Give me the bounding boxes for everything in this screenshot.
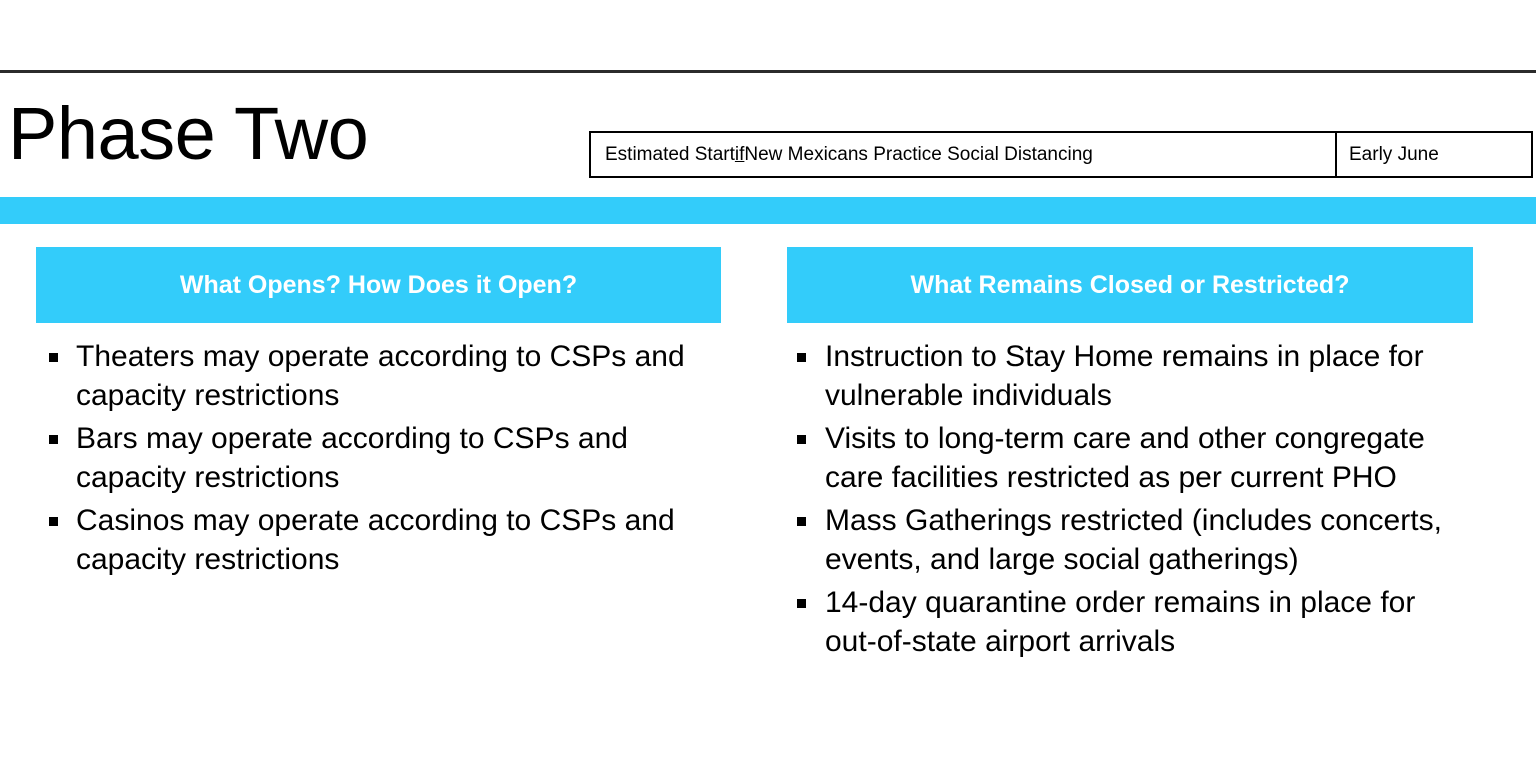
square-bullet-icon xyxy=(797,599,806,608)
list-item: Mass Gatherings restricted (includes con… xyxy=(787,501,1473,579)
list-item-text: Instruction to Stay Home remains in plac… xyxy=(825,340,1424,412)
column-header-what-remains-closed: What Remains Closed or Restricted? xyxy=(787,247,1473,323)
list-item: Theaters may operate according to CSPs a… xyxy=(36,337,721,415)
square-bullet-icon xyxy=(797,435,806,444)
estimated-start-label-emphasis: if xyxy=(734,143,745,165)
estimated-start-value-cell: Early June xyxy=(1349,143,1439,165)
accent-band xyxy=(0,197,1536,224)
list-item-text: Visits to long-term care and other congr… xyxy=(825,422,1425,494)
header-divider-rule xyxy=(0,70,1536,73)
square-bullet-icon xyxy=(797,353,806,362)
list-item-text: 14-day quarantine order remains in place… xyxy=(825,586,1416,658)
list-item: Visits to long-term care and other congr… xyxy=(787,419,1473,497)
page-title: Phase Two xyxy=(8,92,369,175)
square-bullet-icon xyxy=(49,353,58,362)
list-item: Instruction to Stay Home remains in plac… xyxy=(787,337,1473,415)
list-item-text: Casinos may operate according to CSPs an… xyxy=(76,504,675,576)
list-item-text: Bars may operate according to CSPs and c… xyxy=(76,422,628,494)
estimated-start-label-prefix: Estimated Start xyxy=(605,143,735,165)
list-item: Casinos may operate according to CSPs an… xyxy=(36,501,721,579)
column-what-remains-closed: What Remains Closed or Restricted? Instr… xyxy=(787,247,1473,665)
list-item-text: Theaters may operate according to CSPs a… xyxy=(76,340,685,412)
column-header-what-opens: What Opens? How Does it Open? xyxy=(36,247,721,323)
square-bullet-icon xyxy=(49,435,58,444)
bullet-list-what-opens: Theaters may operate according to CSPs a… xyxy=(36,323,721,579)
estimated-start-table: Estimated Start if New Mexicans Practice… xyxy=(589,131,1533,178)
square-bullet-icon xyxy=(49,517,58,526)
bullet-list-what-remains-closed: Instruction to Stay Home remains in plac… xyxy=(787,323,1473,661)
list-item-text: Mass Gatherings restricted (includes con… xyxy=(825,504,1442,576)
estimated-start-label-suffix: New Mexicans Practice Social Distancing xyxy=(744,143,1093,165)
square-bullet-icon xyxy=(797,517,806,526)
list-item: 14-day quarantine order remains in place… xyxy=(787,583,1473,661)
estimated-start-label-cell: Estimated Start if New Mexicans Practice… xyxy=(591,133,1337,176)
list-item: Bars may operate according to CSPs and c… xyxy=(36,419,721,497)
column-what-opens: What Opens? How Does it Open? Theaters m… xyxy=(36,247,721,583)
